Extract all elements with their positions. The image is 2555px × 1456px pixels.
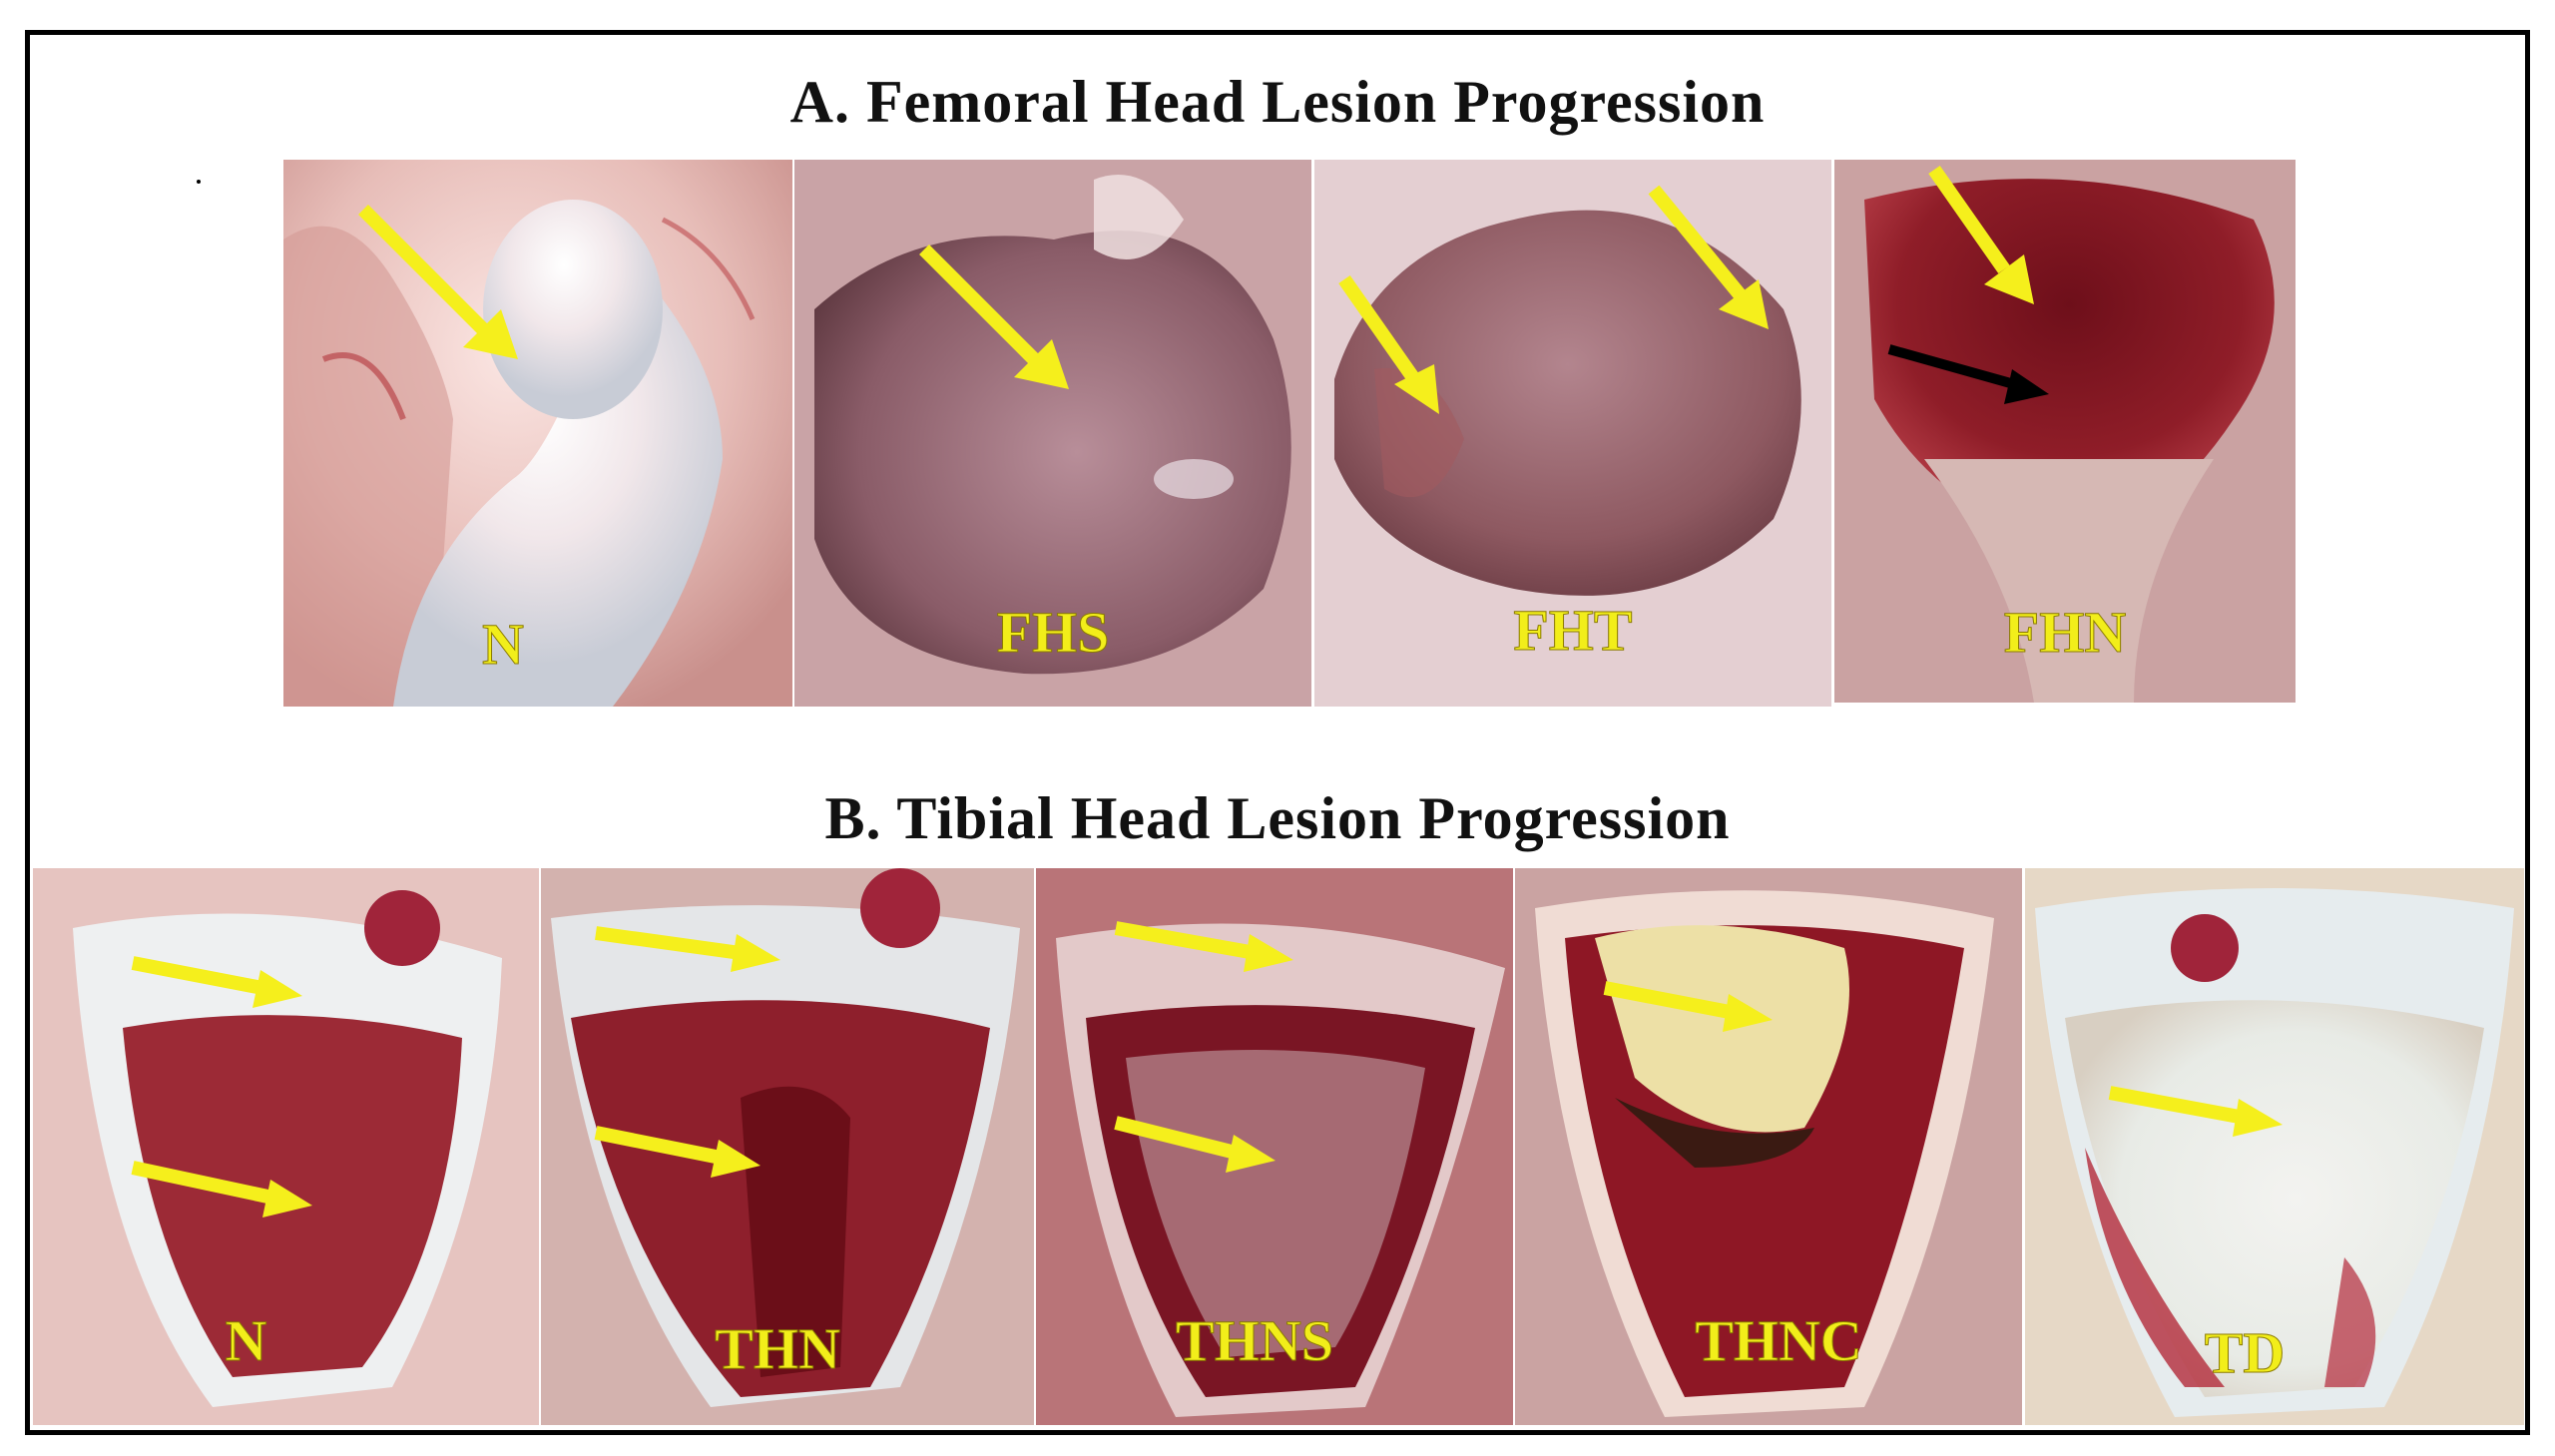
femoral-n-photo [283, 160, 792, 707]
tibial-panel-td: TD [2025, 868, 2524, 1425]
tibial-panel-thns: THNS [1036, 868, 1513, 1425]
femoral-fht-photo [1314, 160, 1831, 707]
arrow-yellow-icon [131, 956, 312, 1217]
arrow-yellow-icon [594, 926, 780, 1178]
arrow-black-icon [1887, 344, 2049, 404]
panel-label: N [482, 612, 525, 678]
section-b-title: B. Tibial Head Lesion Progression [824, 785, 1731, 851]
tibial-thns-photo [1036, 868, 1513, 1425]
tibial-n-photo [33, 868, 539, 1425]
arrow-yellow-icon [1338, 185, 1769, 414]
tibial-panel-n: N [33, 868, 539, 1425]
arrow-yellow-icon [1928, 165, 2034, 304]
panel-label: THNC [1695, 1308, 1863, 1374]
tibial-panel-thn: THN [541, 868, 1034, 1425]
stray-dot [197, 180, 201, 184]
femoral-fhs-photo [794, 160, 1311, 707]
femoral-panel-fhn: FHN [1834, 160, 2296, 703]
panel-label: TD [2204, 1320, 2286, 1386]
femoral-panel-n: N [283, 160, 792, 707]
femoral-fhn-photo [1834, 160, 2296, 703]
panel-label: FHT [1513, 598, 1633, 664]
panel-label: N [225, 1308, 267, 1374]
arrow-yellow-icon [919, 244, 1069, 389]
femoral-panel-fht: FHT [1314, 160, 1831, 707]
panel-label: THN [715, 1316, 841, 1382]
femoral-panel-fhs: FHS [794, 160, 1311, 707]
tibial-panel-thnc: THNC [1515, 868, 2022, 1425]
panel-label: FHS [996, 600, 1110, 666]
panel-label: THNS [1176, 1308, 1334, 1374]
tibial-thnc-photo [1515, 868, 2022, 1425]
arrow-yellow-icon [1603, 981, 1773, 1032]
section-a-title: A. Femoral Head Lesion Progression [789, 69, 1766, 135]
arrow-yellow-icon [1114, 921, 1293, 1173]
panel-label: FHN [2003, 600, 2127, 666]
arrow-yellow-icon [2108, 1086, 2283, 1137]
tibial-thn-photo [541, 868, 1034, 1425]
arrow-yellow-icon [358, 205, 518, 359]
